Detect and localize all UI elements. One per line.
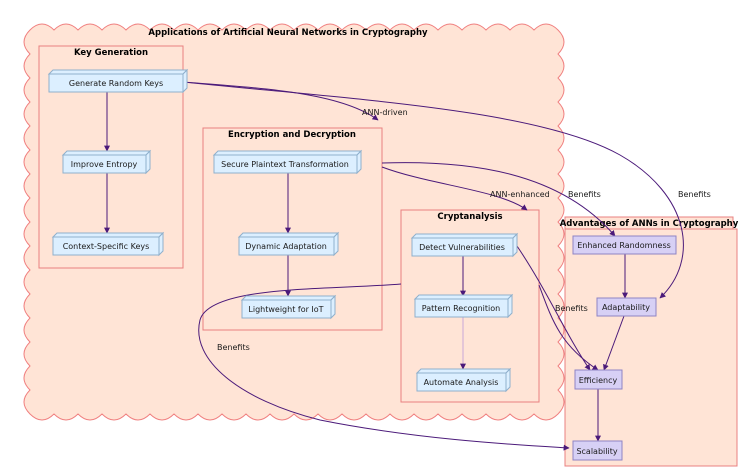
node-generate-random-keys: Generate Random Keys	[47, 68, 189, 94]
applications-cloud	[23, 23, 565, 421]
edge-adaptability-efficiency	[603, 315, 625, 371]
svg-text:Efficiency: Efficiency	[579, 376, 618, 385]
node-improve-entropy: Improve Entropy	[61, 149, 152, 175]
svg-text:Automate Analysis: Automate Analysis	[424, 378, 499, 387]
cryptanalysis-group	[400, 209, 540, 403]
svg-text:Adaptability: Adaptability	[602, 303, 650, 312]
svg-text:Secure Plaintext Transformatio: Secure Plaintext Transformation	[221, 160, 349, 169]
svg-text:Dynamic Adaptation: Dynamic Adaptation	[245, 242, 327, 251]
node-automate-analysis: Automate Analysis	[415, 367, 512, 393]
edge-plaintext-to-cryptanalysis	[381, 166, 528, 211]
svg-text:Lightweight for IoT: Lightweight for IoT	[248, 305, 323, 314]
key-generation-title: Key Generation	[74, 48, 148, 58]
edge-dynamic-to-scalability	[198, 283, 570, 451]
cryptanalysis-title: Cryptanalysis	[437, 212, 502, 222]
svg-text:Enhanced Randomness: Enhanced Randomness	[577, 241, 671, 250]
edge-plaintext-to-randomness	[381, 162, 616, 237]
diagram-title: Applications of Artificial Neural Networ…	[148, 28, 428, 38]
edge-detect-to-efficiency	[516, 245, 591, 371]
node-pattern-recognition: Pattern Recognition	[413, 293, 514, 319]
edge-label-ann-enhanced: ANN-enhanced	[490, 190, 550, 199]
svg-text:Scalability: Scalability	[576, 447, 617, 456]
node-dynamic-adaptation: Dynamic Adaptation	[237, 231, 340, 257]
node-enhanced-randomness: Enhanced Randomness	[572, 235, 677, 255]
advantages-title: Advantages of ANNs in Cryptography	[560, 219, 739, 229]
node-detect-vulnerabilities: Detect Vulnerabilities	[410, 232, 519, 258]
node-context-specific-keys: Context-Specific Keys	[51, 231, 165, 257]
key-generation-group	[38, 45, 184, 269]
svg-text:Detect Vulnerabilities: Detect Vulnerabilities	[419, 243, 505, 252]
edge-label-benefits-adaptability: Benefits	[678, 190, 711, 199]
svg-text:Pattern Recognition: Pattern Recognition	[422, 304, 500, 313]
edge-cryptanalysis-to-efficiency	[538, 284, 599, 371]
edge-label-benefits-randomness: Benefits	[568, 190, 601, 199]
node-lightweight-for-iot: Lightweight for IoT	[240, 294, 337, 320]
advantages-package	[564, 228, 738, 467]
edge-label-benefits-efficiency: Benefits	[555, 304, 588, 313]
encryption-title: Encryption and Decryption	[228, 130, 356, 140]
cross-group-edges	[182, 81, 684, 451]
edge-label-benefits-scalability: Benefits	[217, 343, 250, 352]
node-secure-plaintext-transformation: Secure Plaintext Transformation	[212, 149, 363, 175]
svg-text:Context-Specific Keys: Context-Specific Keys	[63, 242, 150, 251]
encryption-group	[202, 127, 383, 331]
node-efficiency: Efficiency	[574, 369, 623, 390]
node-adaptability: Adaptability	[596, 297, 657, 317]
edge-label-ann-driven: ANN-driven	[362, 108, 408, 117]
node-scalability: Scalability	[572, 440, 623, 461]
edge-random-keys-to-adaptability	[182, 81, 684, 299]
svg-text:Generate Random Keys: Generate Random Keys	[69, 79, 163, 88]
intra-group-edges	[104, 92, 466, 370]
svg-text:Improve Entropy: Improve Entropy	[71, 160, 138, 169]
